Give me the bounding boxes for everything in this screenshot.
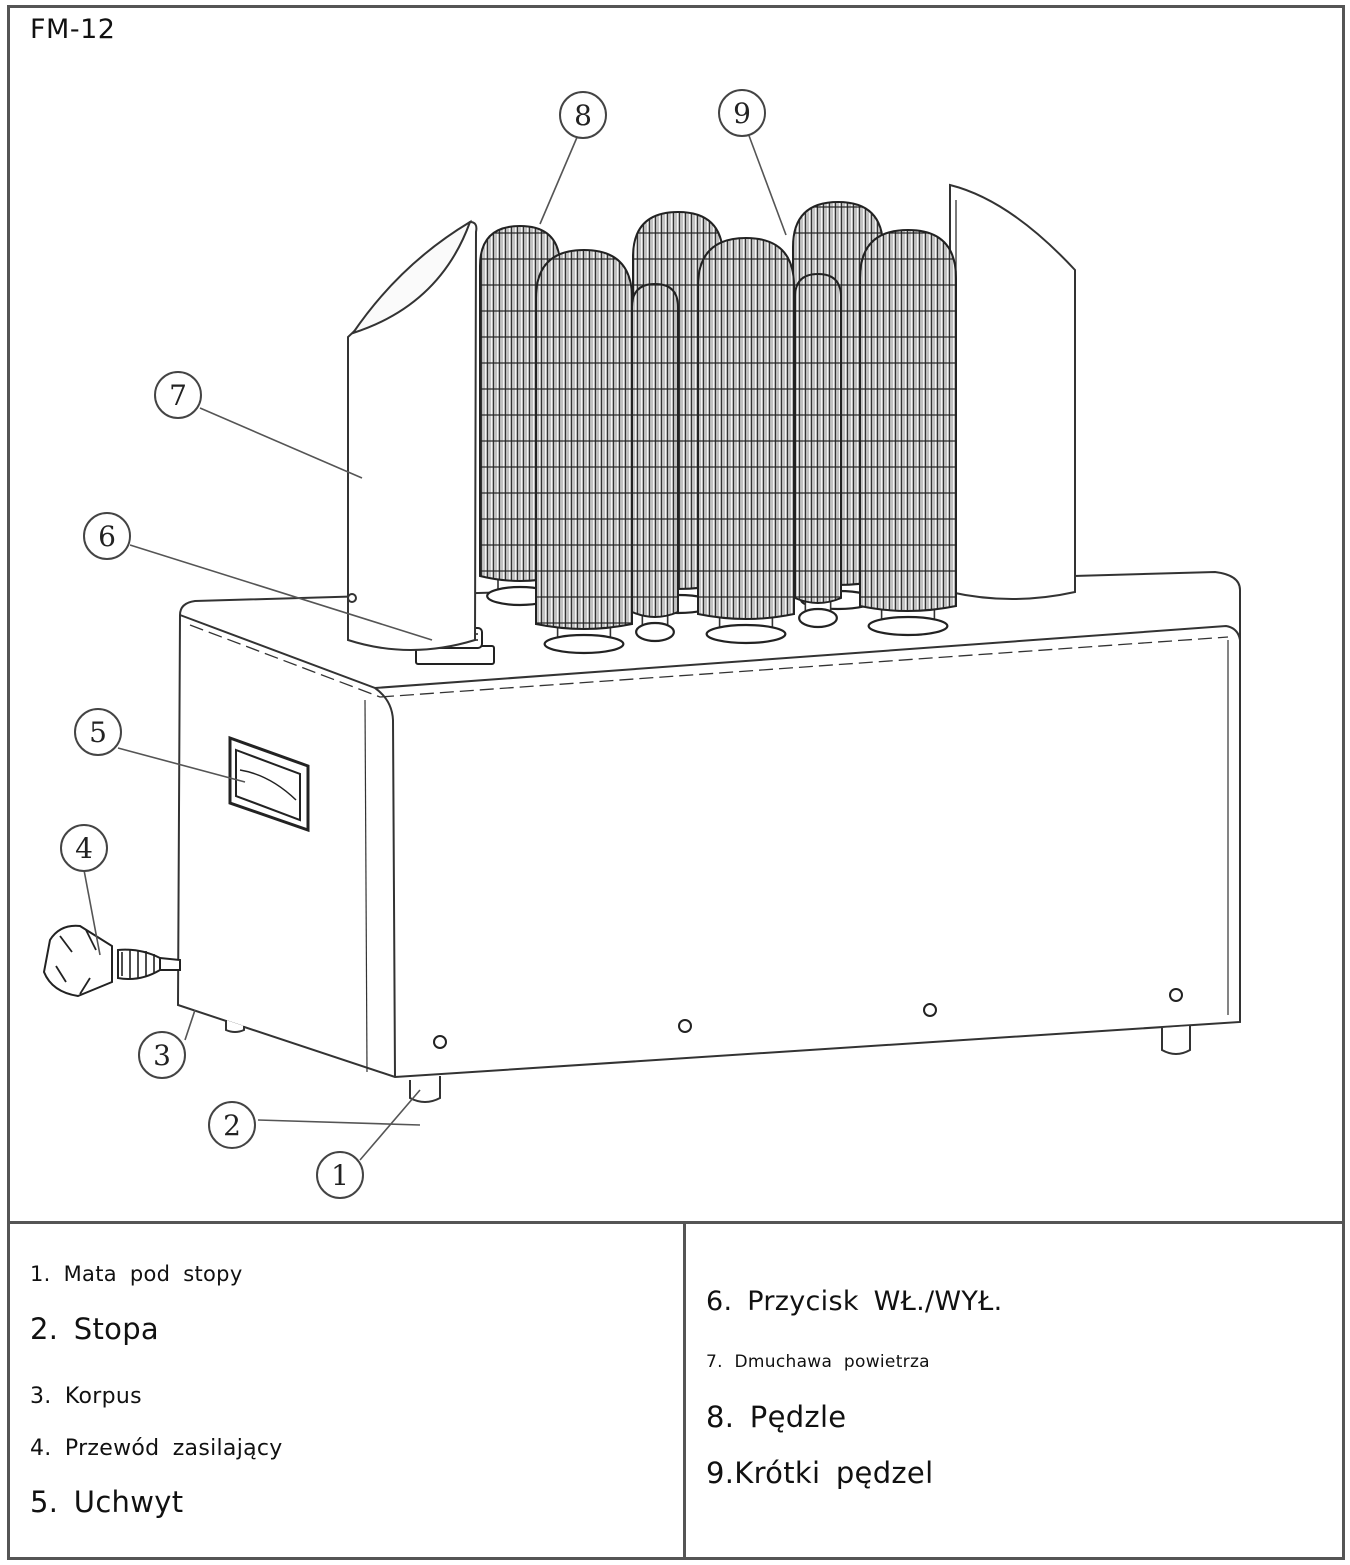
callout-4: 4 — [60, 824, 108, 872]
brush-8 — [859, 228, 957, 637]
legend-item-4: 4. Przewód zasilający — [30, 1436, 283, 1461]
legend-divider-horizontal — [7, 1221, 1345, 1224]
feet — [225, 1020, 1191, 1103]
legend-item-9: 9.Krótki pędzel — [706, 1456, 934, 1490]
legend-item-2: 2. Stopa — [30, 1312, 159, 1346]
power-plug — [42, 924, 181, 998]
legend-divider-vertical — [683, 1222, 686, 1560]
callout-7: 7 — [154, 371, 202, 419]
callout-9: 9 — [718, 89, 766, 137]
air-blower-right — [949, 183, 1076, 600]
svg-text:7: 7 — [169, 379, 187, 412]
callout-5: 5 — [74, 708, 122, 756]
callouts: 1 2 3 4 5 6 7 8 9 — [60, 89, 766, 1199]
exploded-diagram: 1 2 3 4 5 6 7 8 9 — [42, 89, 1241, 1199]
air-blower-left — [347, 219, 478, 651]
svg-text:1: 1 — [331, 1159, 349, 1192]
legend-item-6: 6. Przycisk WŁ./WYŁ. — [706, 1286, 1003, 1317]
svg-text:8: 8 — [574, 99, 592, 132]
callout-1: 1 — [316, 1151, 364, 1199]
legend-item-3: 3. Korpus — [30, 1384, 142, 1409]
screws — [433, 988, 1183, 1049]
model-title: FM-12 — [30, 14, 116, 45]
legend-item-8: 8. Pędzle — [706, 1400, 847, 1434]
svg-text:2: 2 — [223, 1109, 241, 1142]
legend-item-5: 5. Uchwyt — [30, 1485, 184, 1519]
brush-7 — [697, 236, 795, 645]
callout-6: 6 — [83, 512, 131, 560]
callout-8: 8 — [559, 91, 607, 139]
brush-6 — [535, 248, 633, 655]
handle — [228, 735, 310, 833]
legend-item-1: 1. Mata pod stopy — [30, 1262, 243, 1286]
callout-3: 3 — [138, 1031, 186, 1079]
legend-item-7: 7. Dmuchawa powietrza — [706, 1352, 930, 1372]
svg-text:4: 4 — [75, 832, 93, 865]
svg-text:3: 3 — [153, 1039, 171, 1072]
brush-5 — [794, 272, 842, 629]
svg-text:9: 9 — [733, 97, 751, 130]
brush-4 — [631, 282, 679, 643]
callout-2: 2 — [208, 1101, 256, 1149]
body-housing — [176, 570, 1241, 1079]
svg-text:5: 5 — [89, 716, 107, 749]
svg-text:6: 6 — [98, 520, 116, 553]
brushes — [479, 200, 957, 655]
sheet-frame — [7, 5, 1345, 1560]
leader-lines — [83, 132, 787, 1161]
